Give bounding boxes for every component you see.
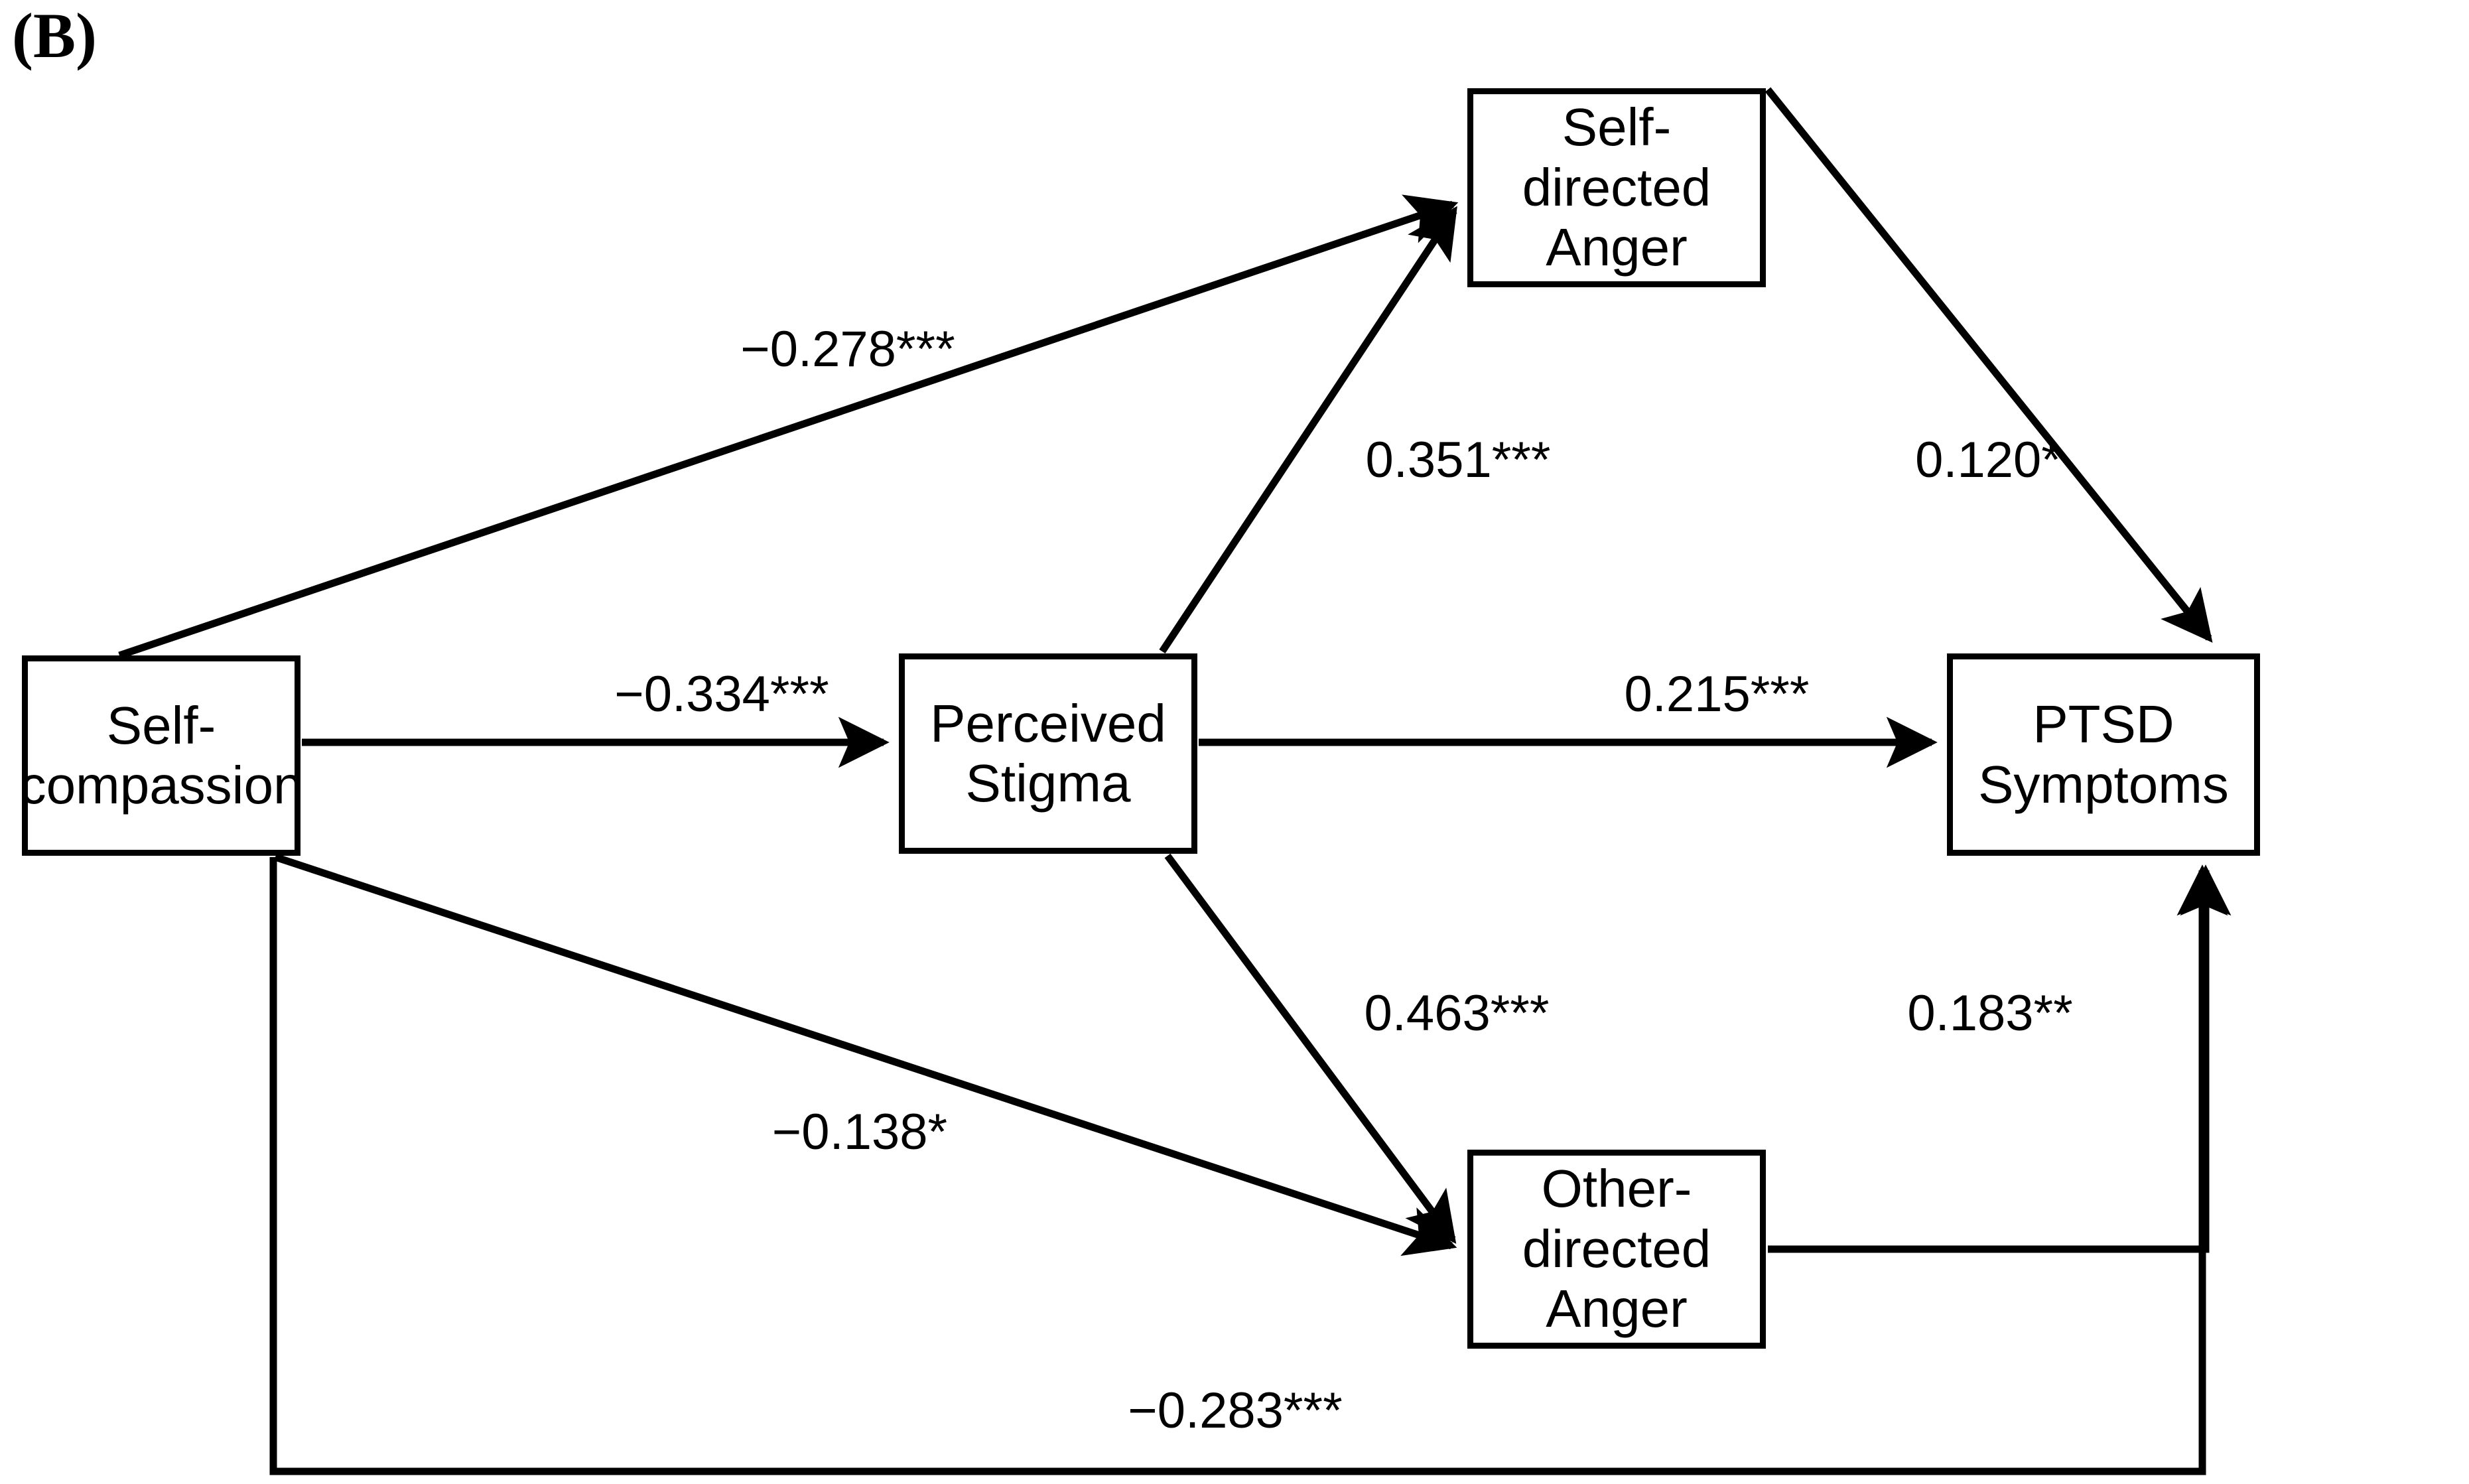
node-ptsd-symptoms-label: PTSD Symptoms [1978, 695, 2229, 814]
edge-self-compassion-to-ptsd-symptoms [269, 857, 2228, 1475]
node-perceived-stigma[interactable]: Perceived Stigma [899, 653, 1197, 854]
edge-perceived-stigma-to-self-directed-anger [1159, 206, 1457, 654]
edge-self-directed-anger-to-ptsd-symptoms [1765, 87, 2213, 643]
edge-label-self-compassion-to-self-directed-anger: −0.278*** [740, 321, 955, 377]
node-ptsd-symptoms[interactable]: PTSD Symptoms [1947, 653, 2260, 856]
edge-label-self-compassion-to-perceived-stigma: −0.334*** [614, 666, 829, 722]
node-perceived-stigma-label: Perceived Stigma [930, 693, 1166, 813]
edge-other-directed-anger-to-ptsd-symptoms [1768, 864, 2232, 1253]
edge-label-self-compassion-to-ptsd-symptoms: −0.283*** [1128, 1383, 1343, 1439]
edge-label-perceived-stigma-to-self-directed-anger: 0.351*** [1365, 432, 1551, 488]
panel-label: (B) [12, 0, 97, 71]
edge-label-perceived-stigma-to-ptsd-symptoms: 0.215*** [1624, 666, 1810, 722]
node-self-compassion-label: Self-compassion [19, 695, 303, 815]
edge-label-perceived-stigma-to-other-directed-anger: 0.463*** [1364, 985, 1550, 1042]
edge-label-self-directed-anger-to-ptsd-symptoms: 0.120* [1915, 432, 2061, 488]
node-other-directed-anger-label: Other-directed Anger [1522, 1159, 1711, 1339]
node-self-directed-anger[interactable]: Self-directed Anger [1467, 88, 1766, 287]
edge-self-compassion-to-other-directed-anger [274, 853, 1457, 1256]
edge-label-self-compassion-to-other-directed-anger: −0.138* [771, 1104, 948, 1160]
node-self-compassion[interactable]: Self-compassion [20, 655, 302, 856]
edge-label-other-directed-anger-to-ptsd-symptoms: 0.183** [1907, 985, 2073, 1042]
node-self-directed-anger-label: Self-directed Anger [1522, 98, 1711, 277]
edge-perceived-stigma-to-other-directed-anger [1164, 853, 1457, 1245]
node-other-directed-anger[interactable]: Other-directed Anger [1467, 1150, 1766, 1349]
edge-self-compassion-to-self-directed-anger [118, 194, 1459, 659]
